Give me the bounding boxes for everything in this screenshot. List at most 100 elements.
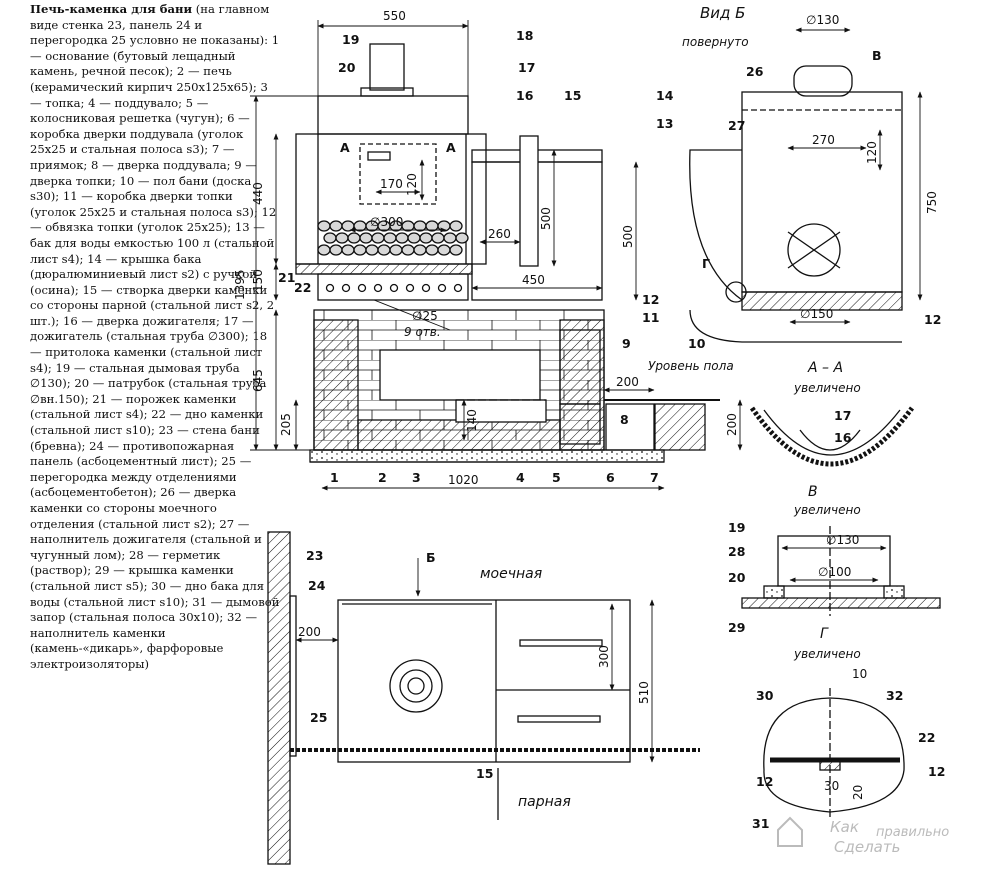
- stone: [353, 220, 367, 232]
- callout-27: 27: [728, 118, 745, 133]
- stone: [401, 244, 415, 256]
- stone: [443, 232, 457, 244]
- callout-12-g-right: 12: [928, 764, 945, 779]
- callout-31-g: 31: [752, 816, 769, 831]
- detail-v-title: В: [808, 484, 818, 500]
- callout-20: 20: [338, 60, 356, 75]
- callout-18: 18: [516, 28, 533, 43]
- section-aa: [749, 406, 915, 467]
- stone: [341, 244, 355, 256]
- dim-500-door: 500: [539, 207, 553, 230]
- section-mark-left: А: [340, 140, 350, 155]
- view-b-subtitle: повернуто: [682, 35, 749, 49]
- callout-13: 13: [656, 116, 673, 131]
- callout-25: 25: [310, 710, 327, 725]
- dim-1020: 1020: [448, 473, 479, 487]
- heater-top: [317, 95, 469, 135]
- plan-arrow-b: Б: [426, 550, 436, 565]
- afterburner-filler: [787, 223, 841, 277]
- stone: [395, 232, 409, 244]
- house-logo-icon: [777, 816, 803, 847]
- view-b-labels: Вид Б повернуто ∅130 270 120 750 ∅150 В …: [682, 4, 941, 327]
- dim-30-g: 30: [824, 779, 839, 793]
- dim-d100-v: ∅100: [818, 565, 851, 579]
- dim-500-tank: 500: [621, 225, 635, 248]
- section-aa-subtitle: увеличено: [793, 381, 861, 395]
- callout-17-aa: 17: [834, 408, 851, 423]
- grate-frame: [317, 273, 469, 301]
- callout-1: 1: [330, 470, 339, 485]
- callout-12-b: 12: [924, 312, 941, 327]
- section-aa-title: А – А: [807, 360, 843, 376]
- stone: [335, 232, 349, 244]
- callout-12: 12: [642, 292, 659, 307]
- dim-10-g: 10: [852, 667, 867, 681]
- detail-g: [763, 688, 905, 820]
- dim-120: 120: [405, 173, 419, 196]
- dim-300-plan: 300: [597, 645, 611, 668]
- stone: [365, 244, 379, 256]
- heater-bottom-plate: [295, 263, 473, 275]
- stone: [347, 232, 361, 244]
- dim-200-floor: 200: [725, 413, 739, 436]
- grate-hole: [453, 283, 463, 293]
- stone: [449, 244, 463, 256]
- dim-270: 270: [812, 133, 835, 147]
- callout-6: 6: [606, 470, 615, 485]
- stone: [317, 220, 331, 232]
- legend-title-note: (на главном виде стенка 23, панель 24 и …: [30, 2, 270, 48]
- dim-450: 450: [522, 273, 545, 287]
- stone: [419, 232, 433, 244]
- stone: [413, 244, 427, 256]
- dim-440: 440: [251, 182, 265, 205]
- callout-11: 11: [642, 310, 659, 325]
- grate-hole: [421, 283, 431, 293]
- stone: [341, 220, 355, 232]
- callout-30-g: 30: [756, 688, 774, 703]
- pit: [605, 403, 655, 451]
- plan-chimney: [389, 659, 443, 713]
- stone: [353, 244, 367, 256]
- callout-20-v: 20: [728, 570, 746, 585]
- callout-10: 10: [688, 336, 706, 351]
- stone: [377, 244, 391, 256]
- stone: [449, 220, 463, 232]
- view-b-title: Вид Б: [700, 4, 745, 22]
- callout-22: 22: [294, 280, 311, 295]
- foundation: [309, 449, 665, 463]
- callout-14: 14: [656, 88, 674, 103]
- view-b: [689, 65, 903, 343]
- stone: [437, 220, 451, 232]
- plan-room-top: моечная: [480, 566, 542, 582]
- callout-4: 4: [516, 470, 525, 485]
- mark-v: В: [872, 48, 882, 63]
- dim-200-plan: 200: [298, 625, 321, 639]
- callout-15-plan: 15: [476, 766, 493, 781]
- detail-g-circle: [725, 281, 747, 303]
- stone: [329, 244, 343, 256]
- dim-d300: ∅300: [370, 215, 403, 229]
- stone: [407, 232, 421, 244]
- dim-140: 140: [465, 409, 479, 432]
- main-view: [295, 43, 720, 463]
- stone-fill: [317, 220, 469, 256]
- callout-26: 26: [746, 64, 764, 79]
- callout-5: 5: [552, 470, 561, 485]
- stone: [431, 232, 445, 244]
- plan-room-bottom: парная: [518, 794, 571, 810]
- afterburner-door: [367, 151, 391, 161]
- grate-hole: [373, 283, 383, 293]
- dim-205: 205: [279, 413, 293, 436]
- heater-door-leaf: [519, 135, 539, 267]
- dim-d130-v: ∅130: [826, 533, 859, 547]
- view-b-pipe: [793, 65, 853, 97]
- dim-510-plan: 510: [637, 681, 651, 704]
- ash-pit-door: [559, 403, 601, 445]
- callout-2: 2: [378, 470, 387, 485]
- plan-stove: [337, 599, 631, 763]
- callout-19-v: 19: [728, 520, 745, 535]
- chimney-collar: [360, 87, 414, 97]
- afterburner: [359, 143, 437, 205]
